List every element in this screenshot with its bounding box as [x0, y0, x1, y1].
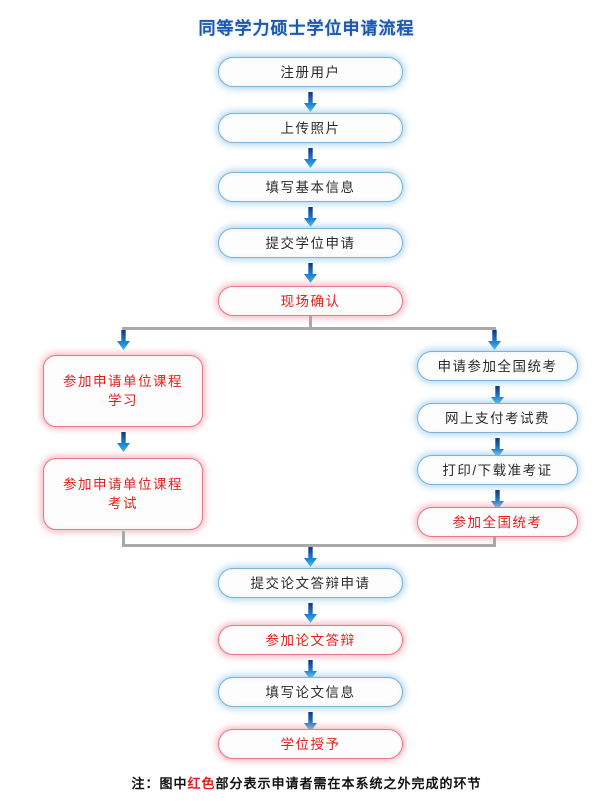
arrow-down-icon: [304, 660, 317, 680]
node-attend-unit-courses-study[interactable]: 参加申请单位课程 学习: [43, 355, 203, 427]
merge-bar: [122, 544, 496, 547]
node-degree-conferral[interactable]: 学位授予: [218, 729, 403, 759]
node-fill-thesis-info[interactable]: 填写论文信息: [218, 677, 403, 707]
node-print-download-admission-ticket[interactable]: 打印/下载准考证: [417, 455, 578, 485]
node-submit-degree-application[interactable]: 提交学位申请: [218, 228, 403, 258]
legend-note-highlight: 红色: [187, 776, 216, 791]
node-upload-photo[interactable]: 上传照片: [218, 113, 403, 143]
arrow-down-icon: [491, 490, 504, 510]
arrow-down-icon: [304, 712, 317, 732]
node-apply-national-exam[interactable]: 申请参加全国统考: [417, 351, 578, 381]
node-online-pay-exam-fee[interactable]: 网上支付考试费: [417, 403, 578, 433]
arrow-down-icon: [304, 207, 317, 227]
node-take-national-exam[interactable]: 参加全国统考: [417, 507, 578, 537]
node-attend-unit-courses-exam[interactable]: 参加申请单位课程 考试: [43, 458, 203, 530]
node-register-user[interactable]: 注册用户: [218, 57, 403, 87]
split-stem: [309, 316, 312, 330]
arrow-down-icon: [304, 547, 317, 567]
legend-note-prefix: 注：图中: [131, 776, 188, 791]
arrow-down-icon: [491, 386, 504, 406]
arrow-down-icon: [117, 432, 130, 452]
arrow-down-icon: [304, 92, 317, 112]
arrow-down-icon: [304, 263, 317, 283]
legend-note-suffix: 部分表示申请者需在本系统之外完成的环节: [215, 776, 482, 791]
page-title: 同等学力硕士学位申请流程: [198, 19, 415, 38]
arrow-down-icon: [304, 148, 317, 168]
arrow-down-icon: [488, 330, 501, 350]
node-fill-basic-info[interactable]: 填写基本信息: [218, 172, 403, 202]
node-onsite-confirmation[interactable]: 现场确认: [218, 286, 403, 316]
arrow-down-icon: [304, 603, 317, 623]
merge-riser-left: [122, 531, 125, 545]
legend-note: 注：图中红色部分表示申请者需在本系统之外完成的环节: [0, 773, 613, 792]
node-submit-thesis-defense-application[interactable]: 提交论文答辩申请: [218, 568, 403, 598]
arrow-down-icon: [117, 330, 130, 350]
arrow-down-icon: [491, 438, 504, 458]
split-bar: [122, 327, 496, 330]
merge-riser-right: [493, 537, 496, 545]
node-attend-thesis-defense[interactable]: 参加论文答辩: [218, 625, 403, 655]
